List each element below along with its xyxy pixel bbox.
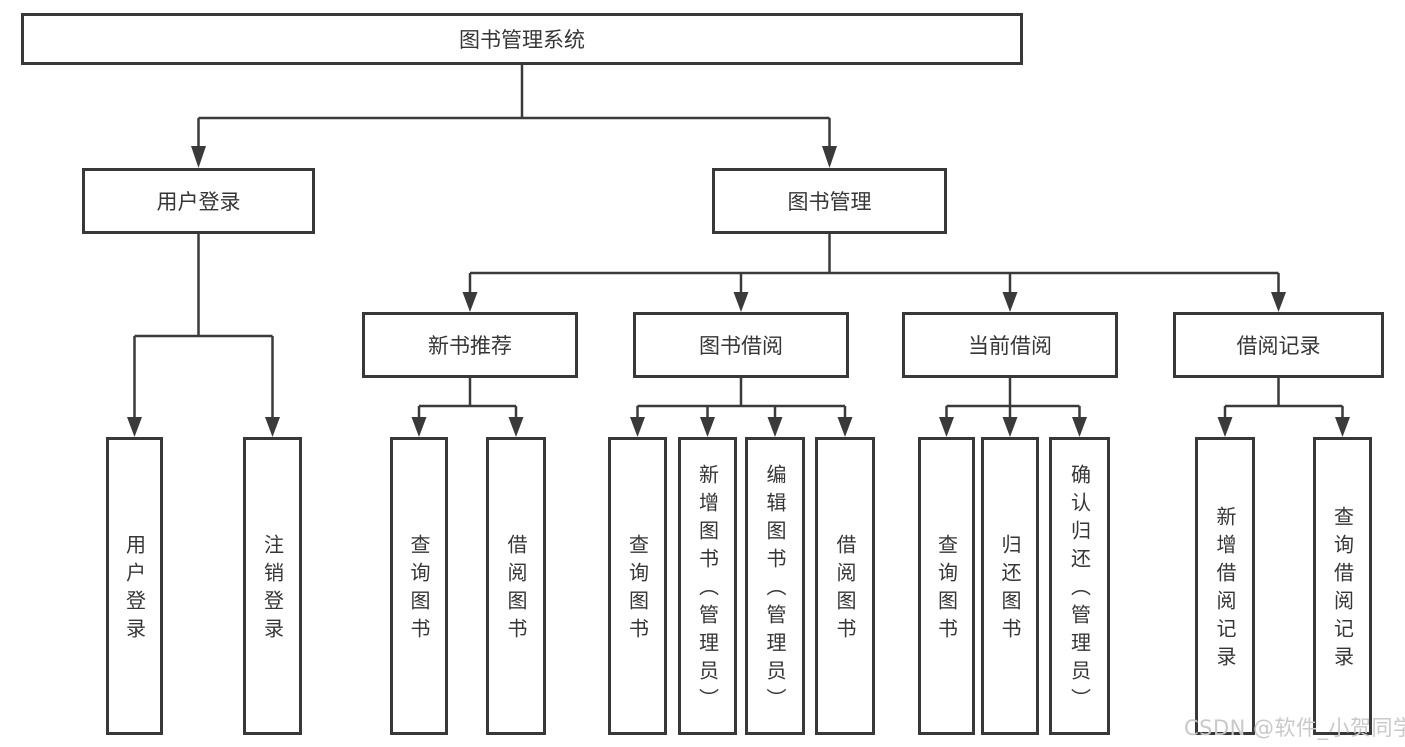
node-user-login-branch: 用户登录 bbox=[82, 168, 315, 234]
leaf-bb-query-books: 查询图书 bbox=[608, 437, 667, 735]
leaf-bb-add-book-admin: 新增图书（管理员） bbox=[678, 437, 737, 735]
watermark: CSDN @软件_小贺同学 bbox=[1184, 716, 1405, 740]
leaf-user-login: 用户登录 bbox=[106, 437, 163, 735]
leaf-nb-query-books: 查询图书 bbox=[390, 437, 448, 735]
node-current-borrowing: 当前借阅 bbox=[902, 312, 1118, 378]
node-borrowing-records: 借阅记录 bbox=[1173, 312, 1384, 378]
leaf-nb-borrow-books: 借阅图书 bbox=[486, 437, 546, 735]
leaf-br-query-record: 查询借阅记录 bbox=[1313, 437, 1372, 735]
leaf-cb-return-books: 归还图书 bbox=[981, 437, 1039, 735]
arrowheads bbox=[127, 146, 1350, 437]
leaf-bb-edit-book-admin: 编辑图书（管理员） bbox=[745, 437, 805, 735]
leaf-bb-borrow-books: 借阅图书 bbox=[815, 437, 875, 735]
node-book-management: 图书管理 bbox=[712, 168, 947, 234]
leaf-logout: 注销登录 bbox=[243, 437, 302, 735]
node-book-borrowing: 图书借阅 bbox=[633, 312, 849, 378]
leaf-cb-query-books: 查询图书 bbox=[918, 437, 975, 735]
leaf-br-add-record: 新增借阅记录 bbox=[1195, 437, 1255, 735]
node-library-system: 图书管理系统 bbox=[21, 13, 1023, 65]
node-new-book-recommend: 新书推荐 bbox=[362, 312, 578, 378]
leaf-cb-confirm-return-admin: 确认归还（管理员） bbox=[1049, 437, 1110, 735]
